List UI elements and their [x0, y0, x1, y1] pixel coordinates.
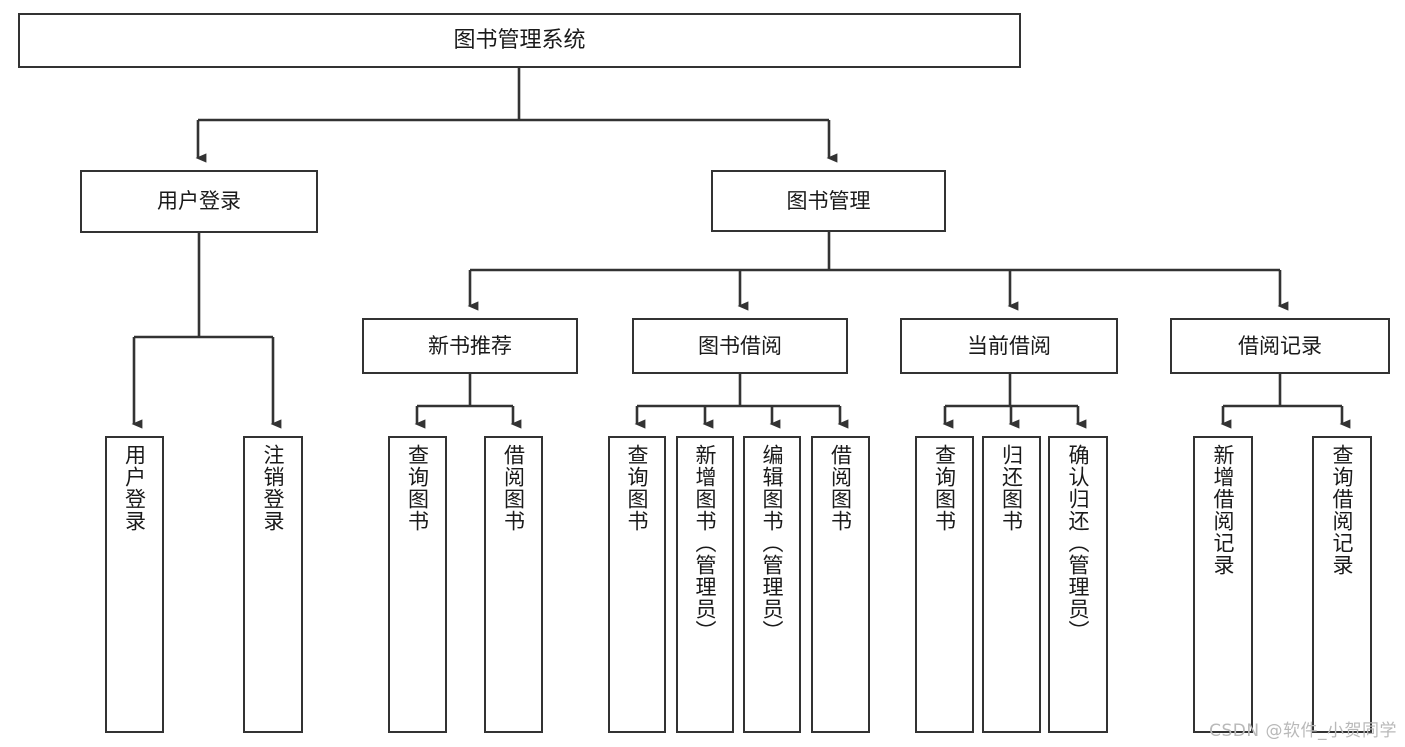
node-label: 确认归还（管理员）: [1066, 444, 1091, 642]
node-label: 查询图书: [932, 444, 957, 532]
node-book-borrow[interactable]: 图书借阅: [632, 318, 848, 374]
node-leaf-query-record[interactable]: 查询借阅记录: [1312, 436, 1372, 733]
node-leaf-borrow-book-2[interactable]: 借阅图书: [811, 436, 870, 733]
node-leaf-logout-login[interactable]: 注销登录: [243, 436, 303, 733]
node-leaf-borrow-book-1[interactable]: 借阅图书: [484, 436, 543, 733]
node-leaf-user-login[interactable]: 用户登录: [105, 436, 164, 733]
node-current-borrow[interactable]: 当前借阅: [900, 318, 1118, 374]
node-label: 新书推荐: [428, 333, 512, 358]
node-label: 借阅图书: [501, 444, 526, 532]
node-label: 新增借阅记录: [1211, 444, 1236, 576]
node-label: 图书管理: [786, 188, 871, 213]
node-label: 图书借阅: [698, 333, 782, 358]
node-leaf-edit-book[interactable]: 编辑图书（管理员）: [743, 436, 801, 733]
node-leaf-confirm-return[interactable]: 确认归还（管理员）: [1048, 436, 1108, 733]
node-label: 查询借阅记录: [1330, 444, 1355, 576]
node-leaf-add-book[interactable]: 新增图书（管理员）: [676, 436, 734, 733]
node-label: 归还图书: [999, 444, 1024, 532]
node-label: 新增图书（管理员）: [693, 444, 718, 642]
node-label: 图书管理系统: [453, 27, 586, 53]
node-label: 注销登录: [261, 444, 286, 532]
node-new-book-recommend[interactable]: 新书推荐: [362, 318, 578, 374]
node-leaf-query-book-1[interactable]: 查询图书: [388, 436, 447, 733]
node-user-login[interactable]: 用户登录: [80, 170, 318, 233]
node-leaf-add-record[interactable]: 新增借阅记录: [1193, 436, 1253, 733]
node-root-book-management-system[interactable]: 图书管理系统: [18, 13, 1021, 68]
node-label: 用户登录: [122, 444, 147, 532]
node-borrow-record[interactable]: 借阅记录: [1170, 318, 1390, 374]
node-label: 查询图书: [405, 444, 430, 532]
node-leaf-query-book-3[interactable]: 查询图书: [915, 436, 974, 733]
node-label: 查询图书: [625, 444, 650, 532]
node-label: 编辑图书（管理员）: [760, 444, 785, 642]
node-book-manage[interactable]: 图书管理: [711, 170, 946, 232]
node-label: 借阅图书: [828, 444, 853, 532]
watermark: CSDN @软件_小贺同学: [1209, 721, 1397, 741]
node-leaf-return-book[interactable]: 归还图书: [982, 436, 1041, 733]
node-label: 用户登录: [157, 189, 241, 214]
node-label: 当前借阅: [967, 333, 1051, 358]
node-leaf-query-book-2[interactable]: 查询图书: [608, 436, 666, 733]
node-label: 借阅记录: [1238, 333, 1322, 358]
